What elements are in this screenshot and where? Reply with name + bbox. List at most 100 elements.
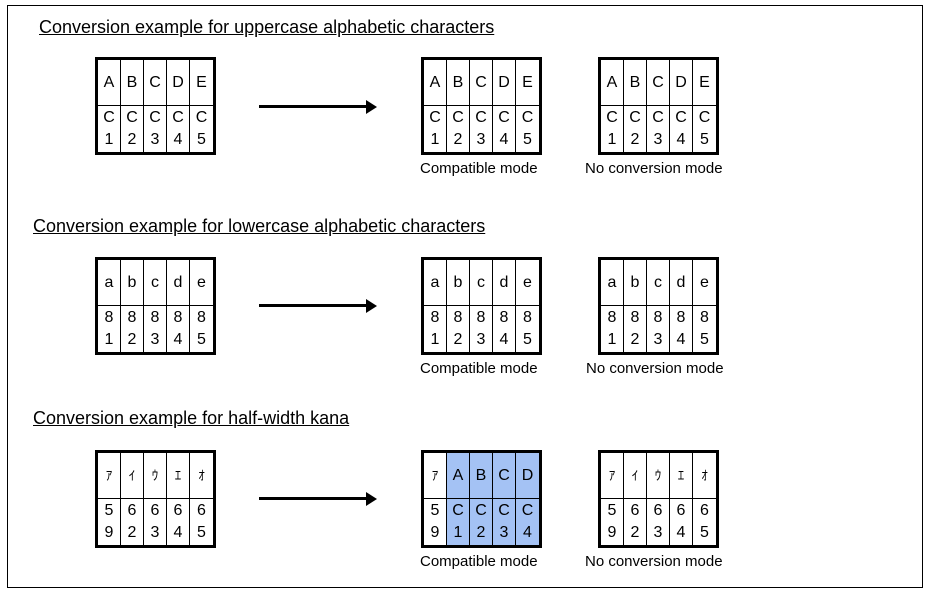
- table-cell: C 4: [167, 106, 190, 152]
- table-cell: 6 4: [167, 499, 190, 545]
- arrow-lowercase: [259, 299, 377, 313]
- table-cell: C: [493, 453, 516, 499]
- table-cell: a: [424, 260, 447, 306]
- table-cell: ｱ: [601, 453, 624, 499]
- table-cell: C 1: [98, 106, 121, 152]
- table-cell: 6 3: [144, 499, 167, 545]
- table-cell: d: [493, 260, 516, 306]
- table-cell: C 2: [624, 106, 647, 152]
- table-cell: e: [516, 260, 539, 306]
- table-cell: 8 4: [670, 306, 693, 352]
- table-cell: C 3: [144, 106, 167, 152]
- table-cell: 6 2: [624, 499, 647, 545]
- table-cell: a: [98, 260, 121, 306]
- table-cell: 8 4: [493, 306, 516, 352]
- table-cell: C: [647, 60, 670, 106]
- table-cell: 8 2: [121, 306, 144, 352]
- table-cell: D: [670, 60, 693, 106]
- table-cell: C 2: [470, 499, 493, 545]
- table-cell: d: [167, 260, 190, 306]
- table-cell: ｳ: [647, 453, 670, 499]
- table-cell: B: [624, 60, 647, 106]
- table-cell: 8 3: [144, 306, 167, 352]
- table-cell: d: [670, 260, 693, 306]
- table-cell: D: [516, 453, 539, 499]
- table-cell: 8 2: [447, 306, 470, 352]
- table-cell: b: [447, 260, 470, 306]
- table-cell: C 3: [470, 106, 493, 152]
- table-cell: 5 9: [98, 499, 121, 545]
- table-cell: 5 9: [424, 499, 447, 545]
- table-cell: B: [121, 60, 144, 106]
- table-cell: A: [424, 60, 447, 106]
- table-cell: C 3: [647, 106, 670, 152]
- table-cell: b: [121, 260, 144, 306]
- table-cell: C 5: [521, 109, 534, 148]
- noconv-caption-uppercase: No conversion mode: [585, 160, 723, 177]
- table-cell: C 4: [670, 106, 693, 152]
- section-title-kana: Conversion example for half-width kana: [33, 408, 350, 428]
- table-cell: 8 4: [167, 306, 190, 352]
- table-cell: ｳ: [144, 453, 167, 499]
- table-cell: c: [470, 260, 493, 306]
- table-cell: C: [144, 60, 167, 106]
- noconv-caption-lowercase: No conversion mode: [586, 360, 724, 377]
- table-cell: 5 9: [601, 499, 624, 545]
- table-cell: ｱ: [98, 453, 121, 499]
- table-cell: E: [693, 60, 716, 106]
- table-cell: D: [493, 60, 516, 106]
- table-cell: 8 1: [424, 306, 447, 352]
- table-cell: B: [470, 453, 493, 499]
- compatible-caption-uppercase: Compatible mode: [420, 160, 538, 177]
- table-cell: 8 5: [700, 309, 709, 348]
- arrow-kana: [259, 492, 377, 506]
- noconv-caption-kana: No conversion mode: [585, 553, 723, 570]
- table-cell: A: [98, 60, 121, 106]
- table-cell: C 5: [698, 109, 711, 148]
- table-cell: D: [167, 60, 190, 106]
- table-cell: b: [624, 260, 647, 306]
- table-cell: C 1: [601, 106, 624, 152]
- table-cell: ｵ: [190, 453, 213, 499]
- table-cell: 8 3: [470, 306, 493, 352]
- table-cell: 8 1: [601, 306, 624, 352]
- table-cell: 8 2: [624, 306, 647, 352]
- table-cell: 8 3: [647, 306, 670, 352]
- table-cell: A: [447, 453, 470, 499]
- table-cell: C 5: [195, 109, 208, 148]
- table-cell: 6 4: [670, 499, 693, 545]
- table-cell: C 1: [424, 106, 447, 152]
- table-cell: 8 5: [523, 309, 532, 348]
- table-cell: e: [190, 260, 213, 306]
- table-cell: C 2: [447, 106, 470, 152]
- compatible-caption-kana: Compatible mode: [420, 553, 538, 570]
- table-cell: ｵ: [693, 453, 716, 499]
- table-cell: E: [190, 60, 213, 106]
- table-cell: E: [516, 60, 539, 106]
- table-cell: 6 3: [647, 499, 670, 545]
- table-cell: C 4: [516, 499, 539, 545]
- table-cell: C 3: [493, 499, 516, 545]
- table-cell: ｴ: [167, 453, 190, 499]
- table-cell: C: [470, 60, 493, 106]
- table-cell: a: [601, 260, 624, 306]
- table-cell: 6 5: [197, 502, 206, 541]
- table-cell: ｴ: [670, 453, 693, 499]
- compatible-caption-lowercase: Compatible mode: [420, 360, 538, 377]
- table-cell: C 1: [447, 499, 470, 545]
- table-cell: ｱ: [424, 453, 447, 499]
- arrow-uppercase: [259, 100, 377, 114]
- diagram-frame: [7, 5, 923, 588]
- section-title-lowercase: Conversion example for lowercase alphabe…: [33, 216, 486, 236]
- table-cell: C 4: [493, 106, 516, 152]
- table-cell: c: [144, 260, 167, 306]
